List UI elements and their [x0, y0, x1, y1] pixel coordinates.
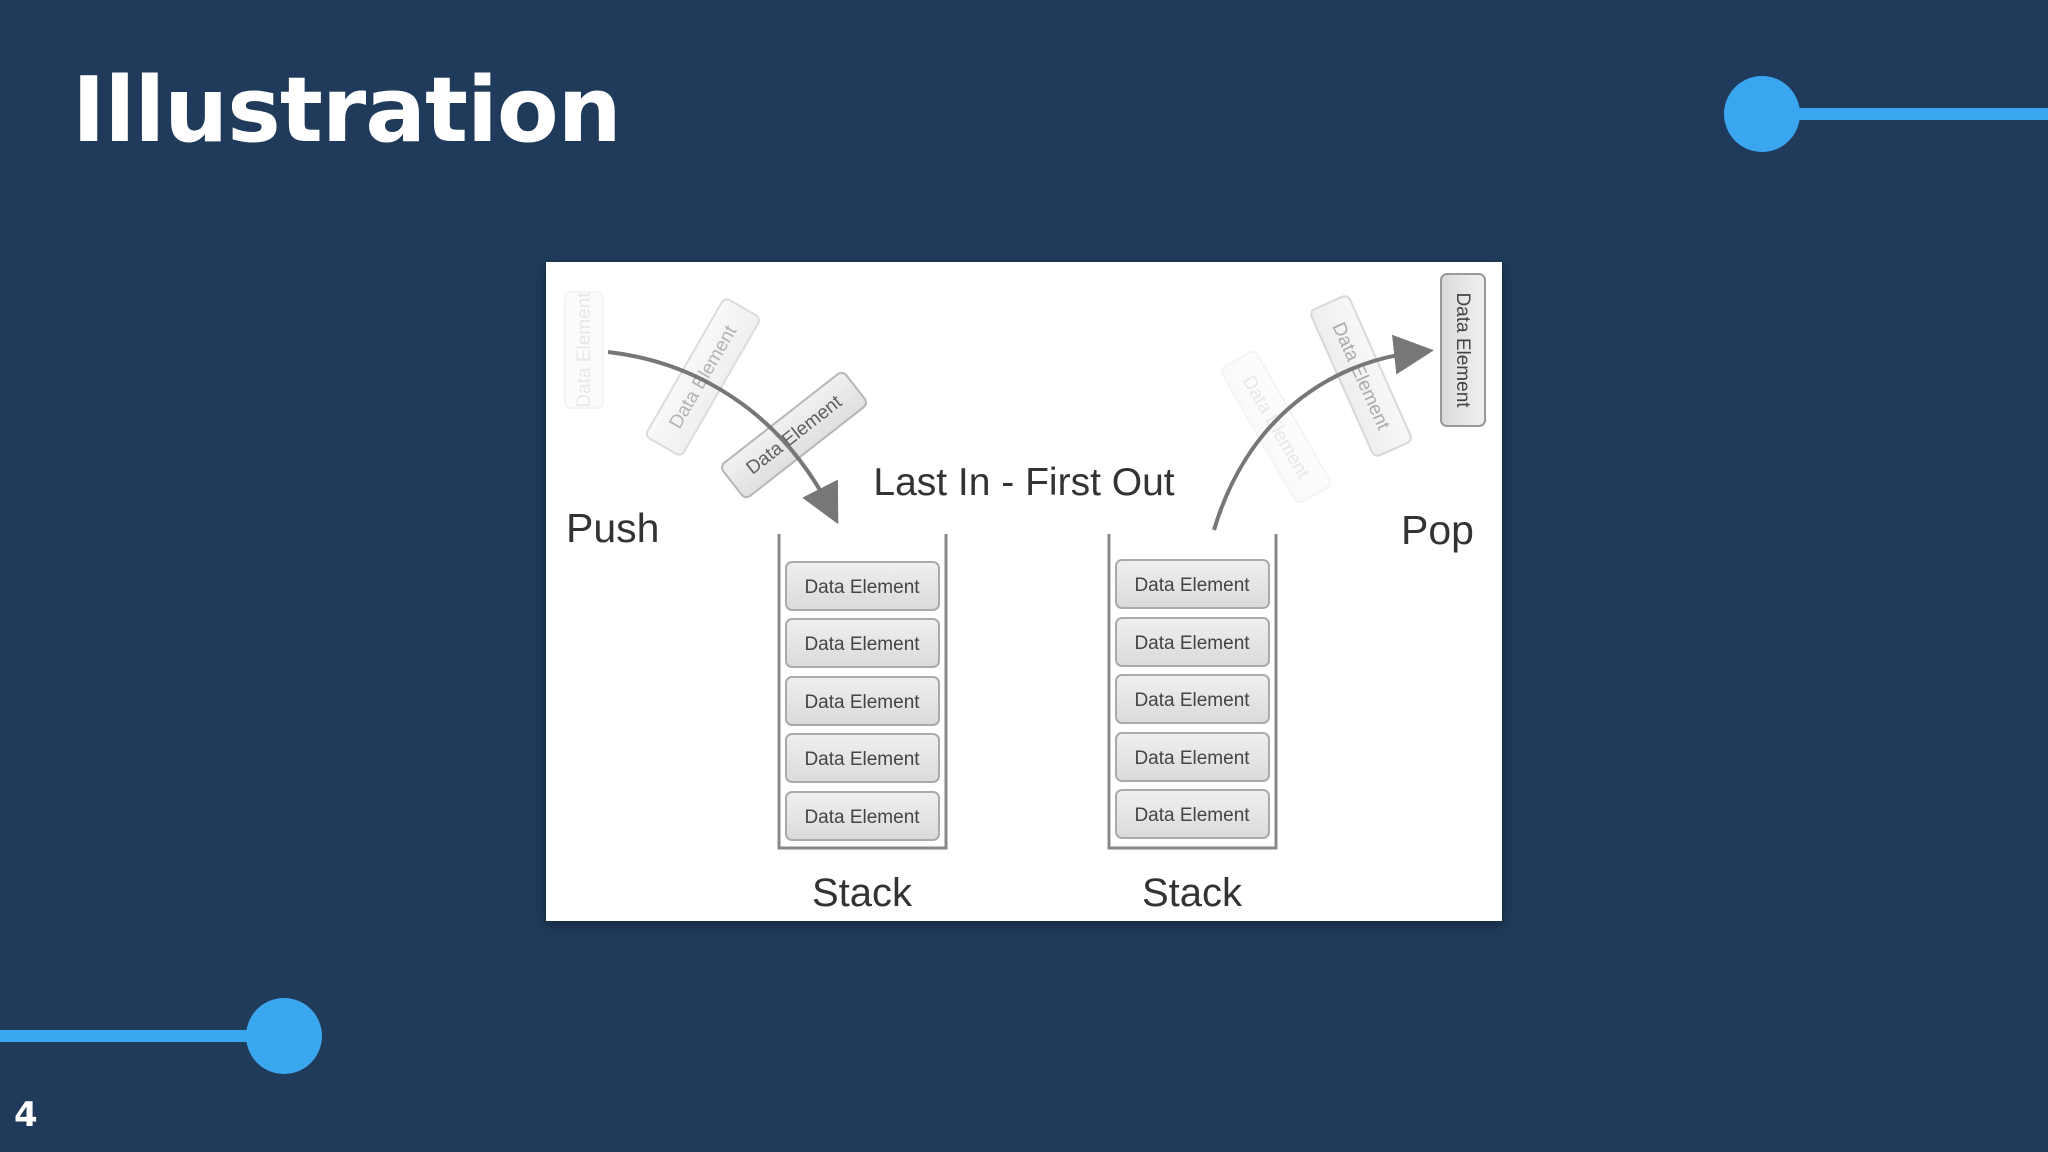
right-stack-element-label: Data Element: [1134, 805, 1250, 826]
right-stack-element-label: Data Element: [1134, 575, 1250, 596]
left-stack-element-label: Data Element: [804, 634, 920, 655]
top-right-dot: [1724, 76, 1800, 152]
lifo-stack-figure: Last In - First Out Push Pop Data Elemen…: [546, 262, 1502, 921]
right-stack-element: Data Element: [1115, 732, 1270, 782]
pop-arrow: [1212, 334, 1434, 531]
left-stack-element-label: Data Element: [804, 807, 920, 828]
right-stack-element-label: Data Element: [1134, 748, 1250, 769]
push-label: Push: [566, 505, 659, 551]
right-stack-label: Stack: [1142, 871, 1243, 915]
pop-motion-elements: Data Element Data Element Data Element: [1212, 273, 1486, 531]
page-number: 4: [14, 1095, 38, 1135]
pop-element-top: Data Element: [1440, 273, 1486, 427]
right-stack-container: [1107, 534, 1278, 850]
pop-element-semi: Data Element: [1310, 295, 1412, 457]
diagram-caption: Last In - First Out: [873, 461, 1174, 504]
left-stack-element: Data Element: [785, 791, 940, 841]
left-stack-element-label: Data Element: [804, 692, 920, 713]
lifo-diagram: Last In - First Out Push Pop Data Elemen…: [564, 273, 1486, 915]
right-stack-element: Data Element: [1115, 674, 1270, 724]
pop-element-faded: Data Element: [1220, 350, 1332, 504]
right-stack: Data Element Data Element Data Element D…: [1107, 534, 1278, 915]
right-stack-element-label: Data Element: [1134, 633, 1250, 654]
left-stack-label: Stack: [812, 871, 913, 915]
left-stack-element-label: Data Element: [804, 749, 920, 770]
pop-label: Pop: [1401, 507, 1474, 553]
left-stack-element-label: Data Element: [804, 577, 920, 598]
push-element-faded: Data Element: [564, 291, 604, 409]
left-stack-container: [777, 534, 948, 850]
left-stack-element: Data Element: [785, 733, 940, 783]
left-stack: Data Element Data Element Data Element D…: [777, 534, 948, 915]
left-stack-element: Data Element: [785, 618, 940, 668]
left-stack-element: Data Element: [785, 676, 940, 726]
bottom-left-dot: [246, 998, 322, 1074]
left-stack-element: Data Element: [785, 561, 940, 611]
right-stack-element-label: Data Element: [1134, 690, 1250, 711]
svg-text:Data Element: Data Element: [1452, 292, 1473, 408]
right-stack-element: Data Element: [1115, 789, 1270, 839]
top-right-line: [1760, 108, 2048, 120]
push-element-active: Data Element: [721, 371, 867, 499]
bottom-left-line: [0, 1030, 260, 1042]
push-element-semi: Data Element: [646, 298, 760, 456]
svg-text:Data Element: Data Element: [574, 292, 595, 408]
right-stack-element: Data Element: [1115, 559, 1270, 609]
push-motion-elements: Data Element Data Element Data Element: [564, 291, 867, 525]
push-arrow: [607, 350, 839, 525]
right-stack-element: Data Element: [1115, 617, 1270, 667]
slide-title: Illustration: [72, 58, 622, 163]
